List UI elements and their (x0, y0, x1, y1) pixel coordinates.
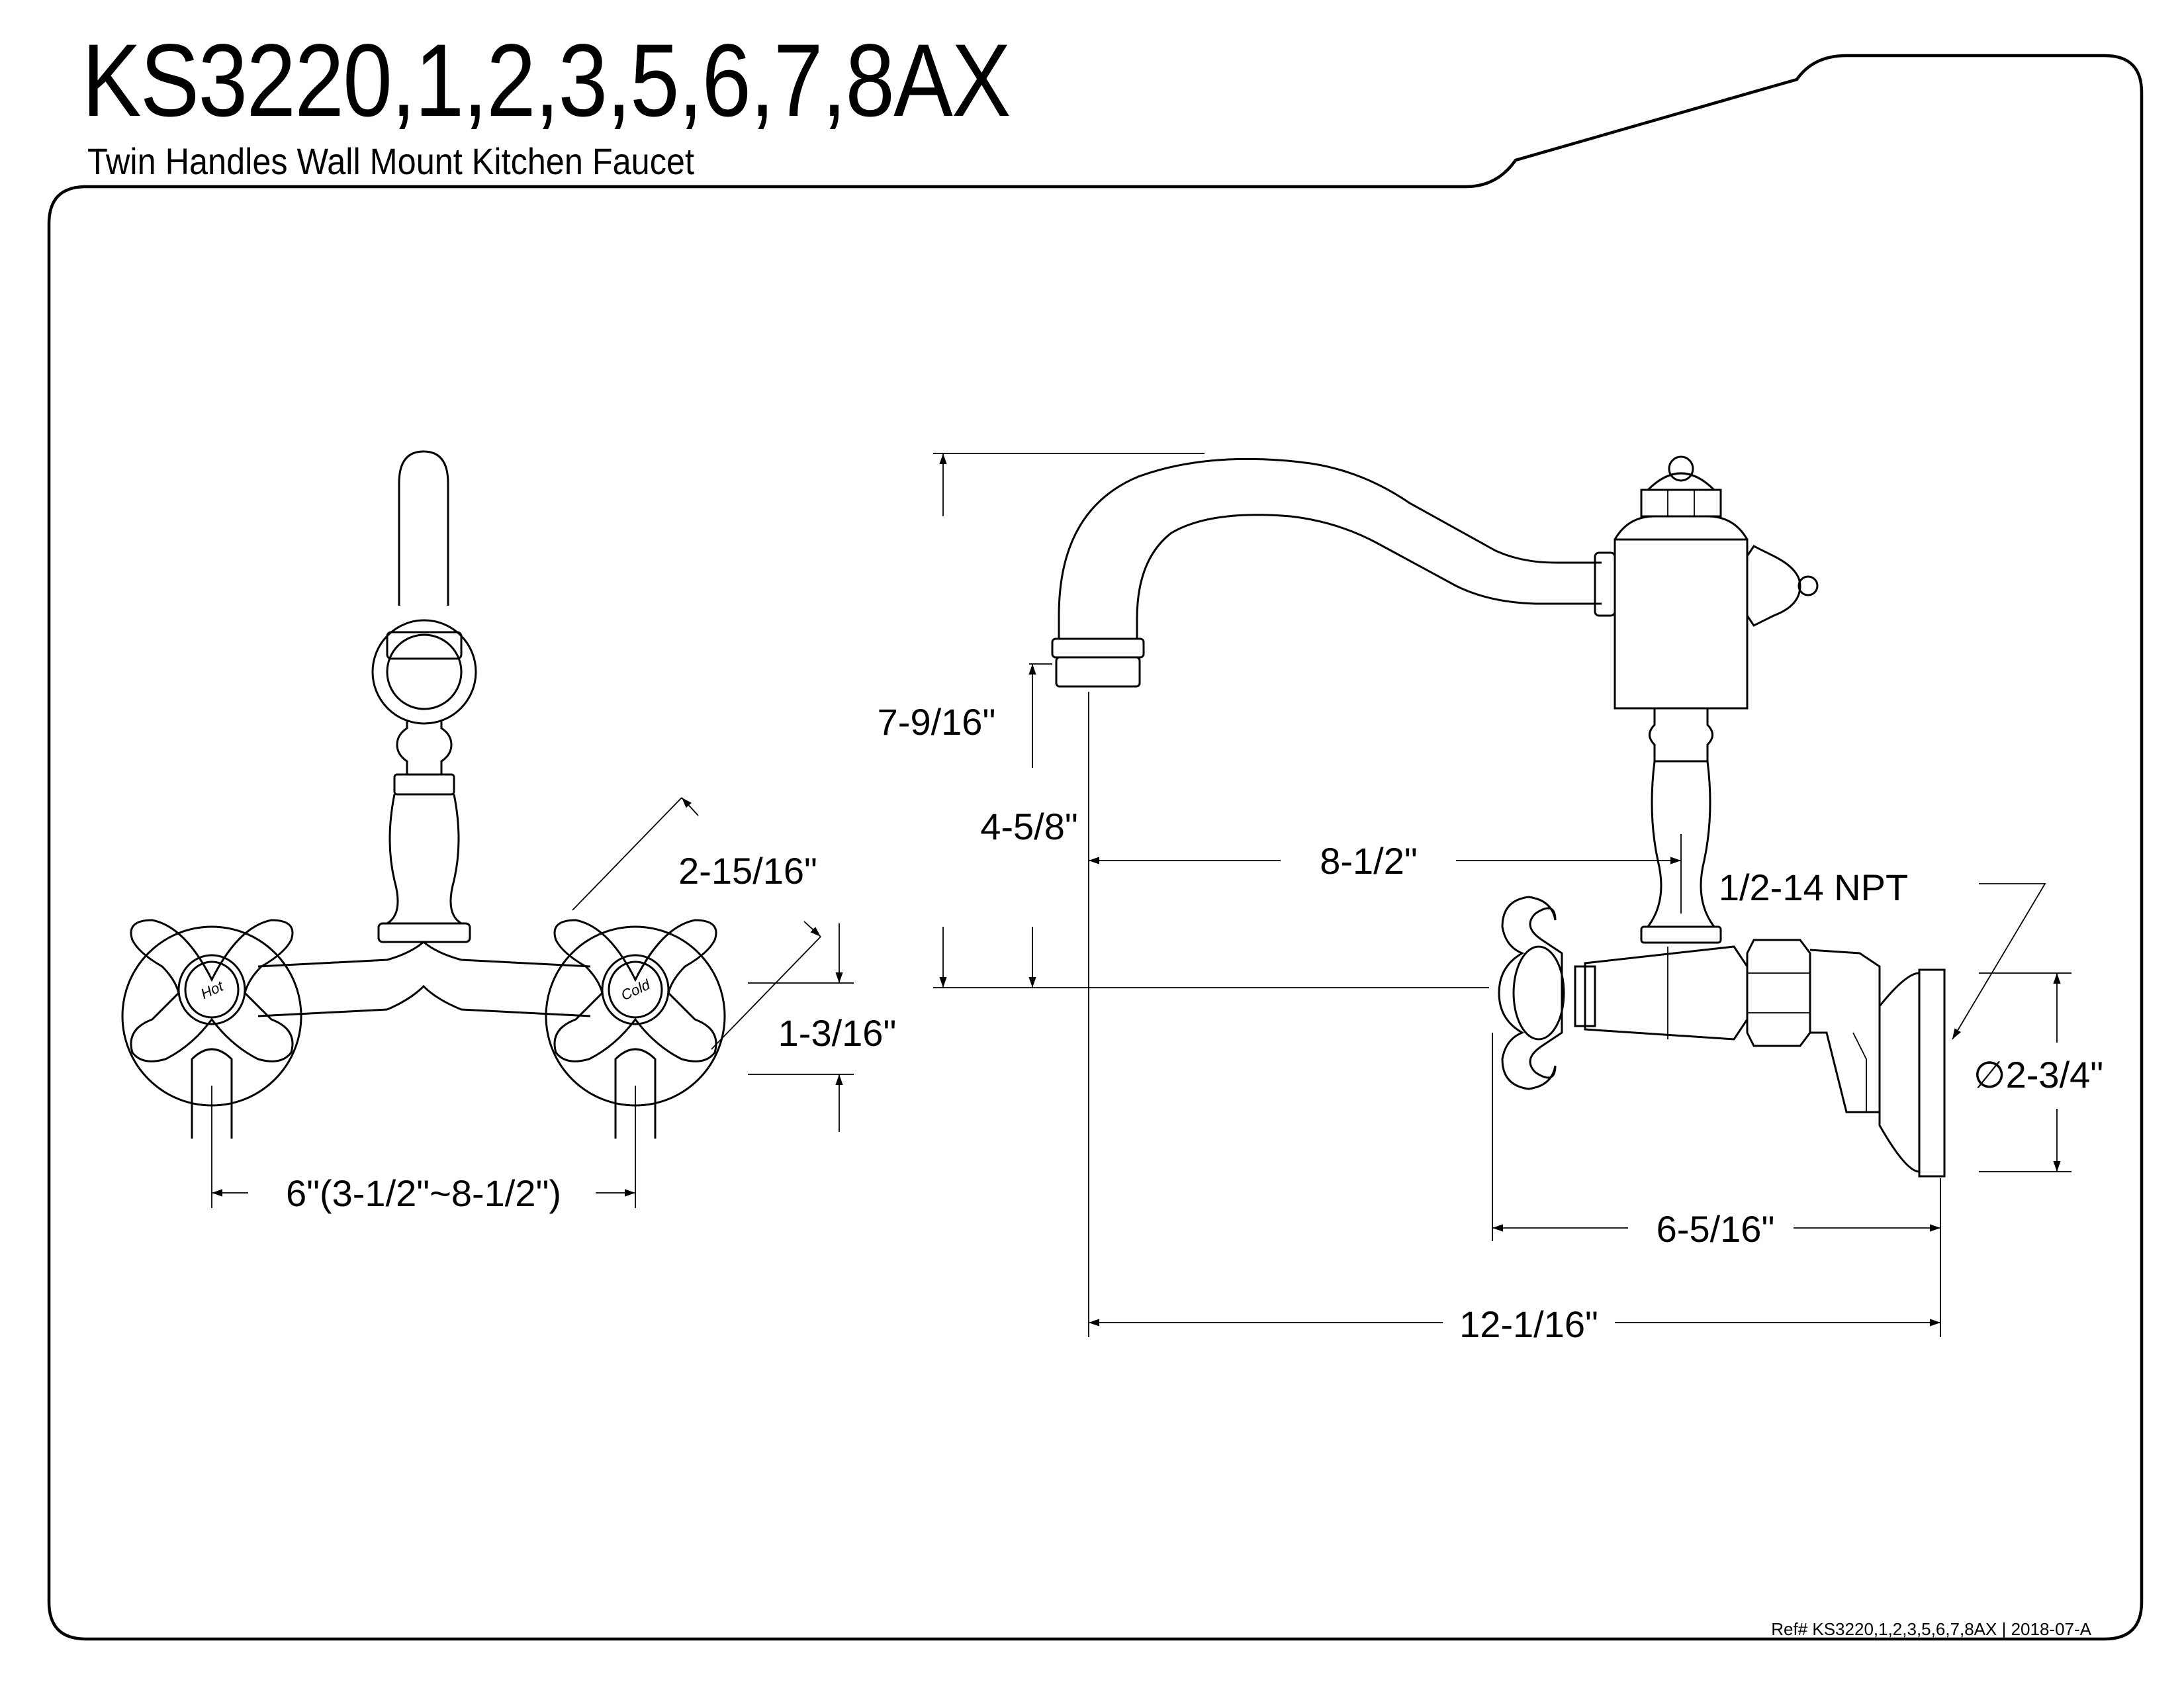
reference-code: Ref# KS3220,1,2,3,5,6,7,8AX | 2018-07-A (1771, 1619, 2091, 1639)
dim-center-spread: 6"(3-1/2"~8-1/2") (286, 1172, 561, 1214)
dim-thread: 1/2-14 NPT (1719, 867, 1908, 908)
cold-cross-handle (553, 919, 717, 1062)
side-cross-handle (1498, 896, 1563, 1090)
page-title: KS3220,1,2,3,5,6,7,8AX (82, 23, 1011, 138)
wall-flange (1878, 972, 1921, 1173)
dim-overall-height: 7-9/16" (878, 701, 996, 743)
cold-label: Cold (618, 976, 653, 1004)
front-view: Hot Cold 6"(3-1/2"~8-1/2") 2-15/16" 1-3/… (121, 450, 897, 1214)
dim-handle-offset: 1-3/16" (778, 1012, 897, 1054)
hot-label: Hot (198, 978, 226, 1003)
dim-spout-height: 4-5/8" (980, 806, 1078, 847)
dim-wall-projection: 6-5/16" (1657, 1208, 1775, 1250)
dim-overall-reach: 12-1/16" (1459, 1303, 1598, 1345)
page-frame (47, 54, 2144, 1641)
dim-flange-diameter: ∅2-3/4" (1974, 1054, 2103, 1096)
spout (1058, 457, 1602, 639)
side-view: 7-9/16" 4-5/8" 8-1/2" 1/2-14 NPT ∅2-3/4" (878, 453, 2103, 1345)
hot-cross-handle (130, 919, 294, 1062)
dim-spout-reach: 8-1/2" (1320, 840, 1418, 882)
page-subtitle: Twin Handles Wall Mount Kitchen Faucet (87, 140, 694, 182)
dim-handle-span: 2-15/16" (678, 850, 817, 892)
